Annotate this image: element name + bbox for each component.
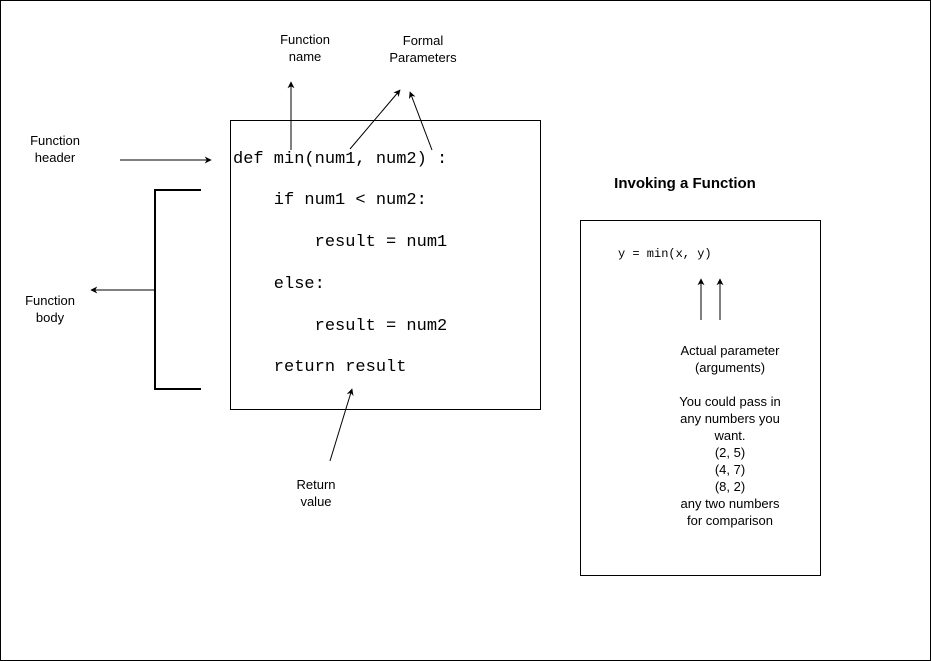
function-code-box (230, 120, 541, 410)
formal-parameters-label-line-2: Parameters (389, 50, 457, 65)
function-name-label: Function name (262, 31, 348, 65)
note-line-2: any numbers you (680, 411, 780, 426)
note-line-1: You could pass in (679, 394, 781, 409)
return-value-label-line-1: Return (296, 477, 336, 492)
code-line-result-num1: result = num1 (233, 233, 448, 252)
actual-parameter-line-1: Actual parameter (680, 343, 780, 358)
function-body-label: Function body (10, 292, 90, 326)
function-name-label-line-1: Function (280, 32, 330, 47)
code-line-else: else: (233, 275, 325, 294)
function-header-label-line-2: header (34, 150, 76, 165)
invoking-title: Invoking a Function (614, 175, 756, 192)
note-line-4: (2, 5) (714, 445, 746, 460)
function-header-label-line-1: Function (30, 133, 80, 148)
formal-parameters-label: Formal Parameters (373, 32, 473, 66)
note-line-6: (8, 2) (714, 479, 746, 494)
note-line-5: (4, 7) (714, 462, 746, 477)
function-body-label-line-2: body (35, 310, 65, 325)
actual-parameter-label: Actual parameter (arguments) (650, 342, 810, 376)
function-header-label: Function header (15, 132, 95, 166)
return-value-label-line-2: value (300, 494, 332, 509)
code-line-result-num2: result = num2 (233, 317, 448, 336)
note-line-8: for comparison (687, 513, 773, 528)
actual-parameter-line-2: (arguments) (694, 360, 766, 375)
return-value-label: Return value (276, 476, 356, 510)
code-line-return: return result (233, 358, 407, 377)
function-name-label-line-2: name (288, 49, 322, 64)
arguments-note: You could pass in any numbers you want. … (650, 393, 810, 529)
invoking-code: y = min(x, y) (618, 247, 712, 261)
note-line-7: any two numbers (680, 496, 780, 511)
note-line-3: want. (714, 428, 746, 443)
function-body-label-line-1: Function (25, 293, 75, 308)
code-line-def: def min(num1, num2) : (233, 150, 448, 169)
code-line-if: if num1 < num2: (233, 191, 427, 210)
formal-parameters-label-line-1: Formal (402, 33, 444, 48)
